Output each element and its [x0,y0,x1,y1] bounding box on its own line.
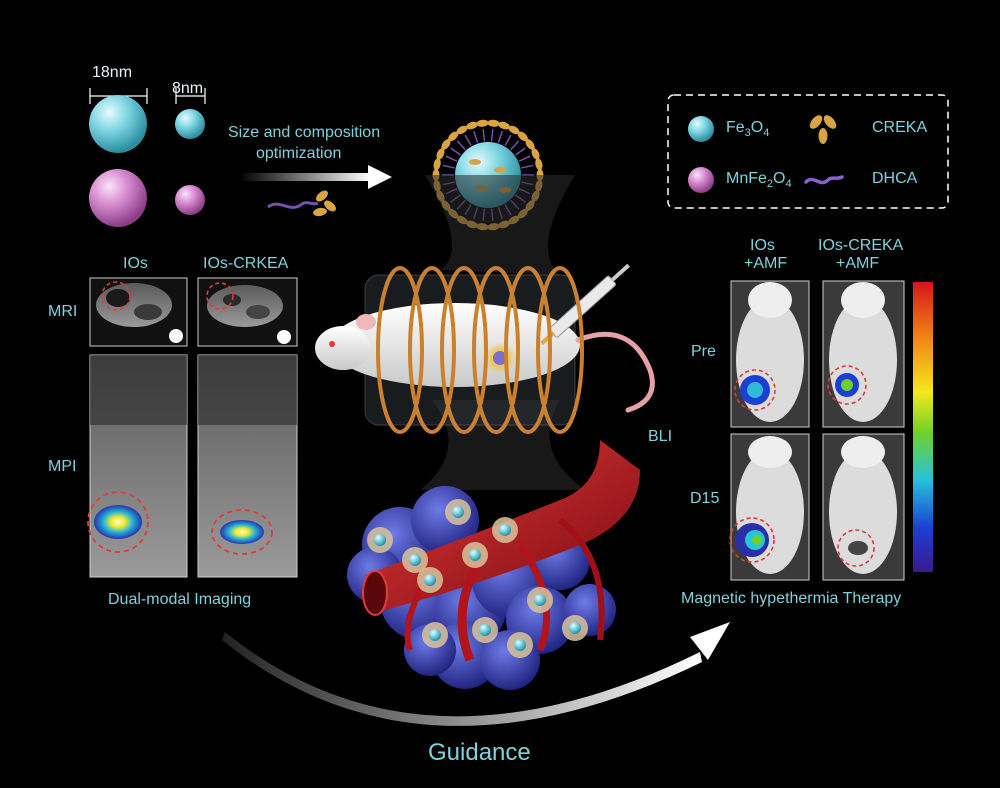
legend-box [667,94,949,209]
mouse-in-coil [315,263,655,434]
guidance-arrow [222,622,730,726]
bli-panel-ios-creka-pre [822,280,905,428]
therapy-col1-line2: +AMF [744,255,788,272]
imaging-caption: Dual-modal Imaging [108,591,252,608]
mri-panel-ios [89,277,188,347]
therapy-caption: Magnetic hypethermia Therapy [681,590,902,607]
optimization-text-line2: optimization [256,145,342,162]
legend-creka-icon [809,115,837,144]
size-large-label: 18nm [92,64,133,81]
optimization-arrow [240,165,392,189]
therapy-col2-line1: IOs-CREKA [818,237,904,254]
legend-fe3o4-label: Fe3O4 [726,119,770,139]
bli-panel-ios-d15 [729,433,810,581]
mpi-panel-ios [87,354,188,578]
imaging-row-mri: MRI [48,303,78,320]
legend-fe3o4-icon [688,116,714,142]
legend-dhca-icon [804,175,844,185]
legend-creka-label: CREKA [872,119,928,136]
nanoparticles-in-vessel [367,499,588,658]
mnfe2o4-large-particle [89,169,147,227]
optimization-text-line1: Size and composition [228,124,381,141]
dhca-creka-ligand-icon [267,190,336,217]
mnfe2o4-small-particle [175,185,205,215]
mri-panel-ios-crkea [197,277,298,347]
legend-mnfe2o4-label: MnFe2O4 [726,170,792,190]
therapy-row-pre: Pre [691,343,716,360]
imaging-col-ios-crkea: IOs-CRKEA [203,255,289,272]
therapy-col2-line2: +AMF [836,255,880,272]
fe3o4-small-particle [175,109,205,139]
mpi-panel-ios-crkea [197,354,298,578]
bli-panel-ios-pre [730,280,810,428]
legend-dhca-label: DHCA [872,170,918,187]
therapy-row-d15: D15 [690,490,720,507]
bli-label: BLI [648,428,673,445]
bli-panel-ios-creka-d15 [822,433,905,581]
size-8nm-dimension [175,88,206,104]
imaging-row-mpi: MPI [48,458,77,475]
bli-colorbar [913,282,933,572]
legend-mnfe2o4-icon [688,167,714,193]
therapy-col1-line1: IOs [750,237,775,254]
fe3o4-large-particle [89,95,147,153]
size-small-label: 8nm [172,80,204,97]
focus-beam-top [425,175,575,275]
imaging-col-ios: IOs [123,255,148,272]
guidance-label: Guidance [428,739,531,766]
